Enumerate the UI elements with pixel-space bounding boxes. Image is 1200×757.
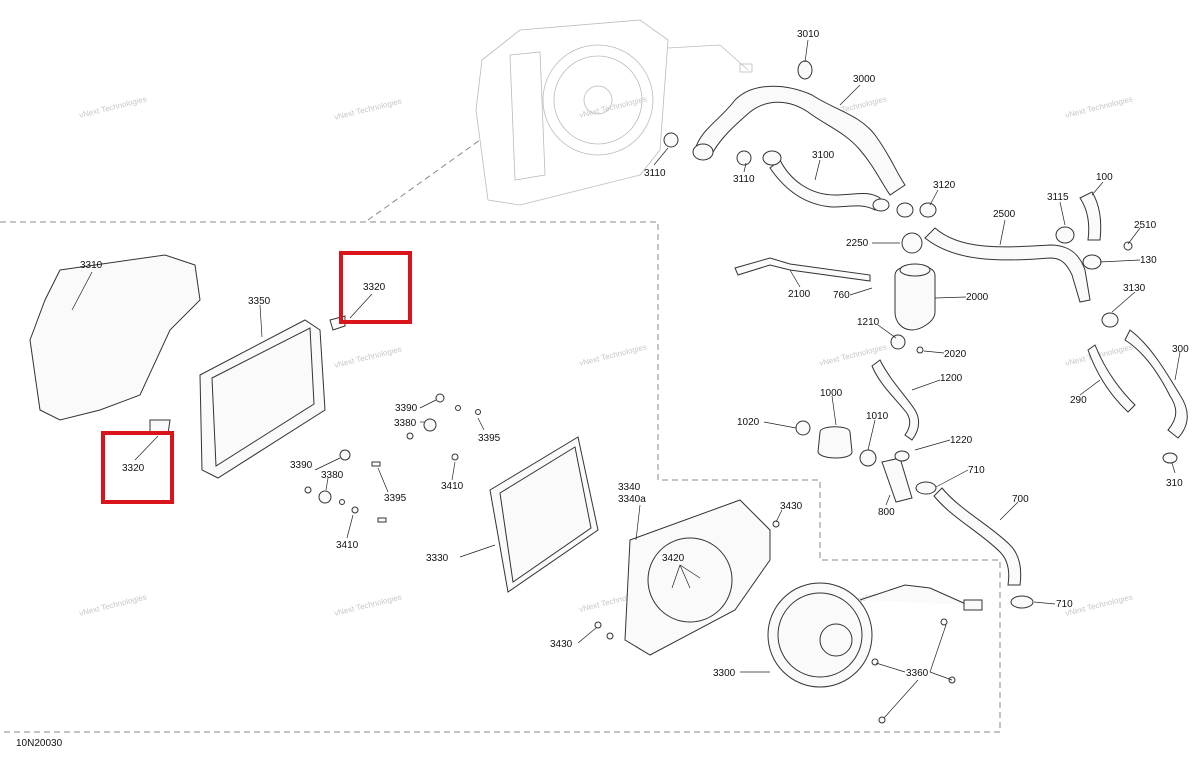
reservoir-and-fittings bbox=[795, 263, 1034, 609]
callout-3130: 3130 bbox=[1123, 283, 1146, 294]
watermark-text: vNext Technologies bbox=[78, 592, 147, 617]
leader-lines bbox=[71, 39, 1181, 719]
callout-300: 300 bbox=[1172, 344, 1189, 355]
callout-3110-b: 3110 bbox=[733, 174, 755, 185]
callout-3300: 3300 bbox=[713, 668, 736, 679]
callout-3340: 3340 bbox=[618, 482, 641, 493]
watermark-text: vNext Technologies bbox=[578, 94, 647, 119]
callout-3420: 3420 bbox=[662, 553, 685, 564]
highlight-box-3320-top bbox=[339, 251, 412, 324]
callout-290: 290 bbox=[1070, 395, 1087, 406]
watermark-text: vNext Technologies bbox=[333, 592, 402, 617]
callout-130: 130 bbox=[1140, 255, 1157, 266]
callout-3320-bottom: 3320 bbox=[122, 463, 145, 474]
background-fan-assembly bbox=[475, 19, 753, 206]
watermark-text: vNext Technologies bbox=[1064, 94, 1133, 119]
callout-3350: 3350 bbox=[248, 296, 271, 307]
callout-2510: 2510 bbox=[1134, 220, 1157, 231]
highlight-box-3320-bottom bbox=[101, 431, 174, 504]
callout-710-a: 710 bbox=[968, 465, 985, 476]
callout-3430-b: 3430 bbox=[550, 639, 573, 650]
dashed-connector bbox=[367, 139, 481, 221]
diagram-code: 10N20030 bbox=[16, 738, 63, 749]
callout-3395-b: 3395 bbox=[384, 493, 407, 504]
callout-3430-a: 3430 bbox=[780, 501, 803, 512]
watermark-text: vNext Technologies bbox=[1064, 592, 1133, 617]
callout-3340a: 3340a bbox=[618, 494, 646, 505]
callout-1000: 1000 bbox=[820, 388, 843, 399]
watermark-text: vNext Technologies bbox=[333, 96, 402, 121]
callout-3115: 3115 bbox=[1047, 192, 1069, 203]
callout-2250: 2250 bbox=[846, 238, 869, 249]
callout-800: 800 bbox=[878, 507, 895, 518]
callout-3330: 3330 bbox=[426, 553, 449, 564]
callout-3395-a: 3395 bbox=[478, 433, 501, 444]
callout-3380-b: 3380 bbox=[321, 470, 344, 481]
callout-3410-a: 3410 bbox=[441, 481, 464, 492]
callout-1010: 1010 bbox=[866, 411, 889, 422]
callout-labels: 3010 3000 3110 3110 3100 3120 3115 100 2… bbox=[80, 29, 1189, 679]
callout-1210: 1210 bbox=[857, 317, 880, 328]
callout-3410-b: 3410 bbox=[336, 540, 359, 551]
callout-3320-top: 3320 bbox=[363, 282, 386, 293]
callout-3000: 3000 bbox=[853, 74, 876, 85]
callout-710-b: 710 bbox=[1056, 599, 1073, 610]
left-assembly bbox=[29, 254, 983, 724]
callout-3390-b: 3390 bbox=[290, 460, 313, 471]
callout-760: 760 bbox=[833, 290, 850, 301]
callout-3360: 3360 bbox=[906, 668, 929, 679]
callout-3120: 3120 bbox=[933, 180, 956, 191]
callout-1020: 1020 bbox=[737, 417, 760, 428]
watermark-text: vNext Technologies bbox=[333, 344, 402, 369]
upper-hoses bbox=[663, 60, 1188, 464]
callout-2020: 2020 bbox=[944, 349, 967, 360]
callout-3110-a: 3110 bbox=[644, 168, 666, 179]
callout-3010: 3010 bbox=[797, 29, 820, 40]
watermark-text: vNext Technologies bbox=[578, 342, 647, 367]
callout-1220: 1220 bbox=[950, 435, 973, 446]
callout-3310: 3310 bbox=[80, 260, 103, 271]
callout-1200: 1200 bbox=[940, 373, 963, 384]
watermark-text: vNext Technologies bbox=[78, 94, 147, 119]
callout-2100: 2100 bbox=[788, 289, 811, 300]
callout-2000: 2000 bbox=[966, 292, 989, 303]
callout-3380-a: 3380 bbox=[394, 418, 417, 429]
callout-700: 700 bbox=[1012, 494, 1029, 505]
assembly-dashed-border bbox=[0, 221, 1001, 733]
callout-100: 100 bbox=[1096, 172, 1113, 183]
callout-2500: 2500 bbox=[993, 209, 1016, 220]
callout-3100: 3100 bbox=[812, 150, 835, 161]
callout-3390-a: 3390 bbox=[395, 403, 418, 414]
callout-310: 310 bbox=[1166, 478, 1183, 489]
